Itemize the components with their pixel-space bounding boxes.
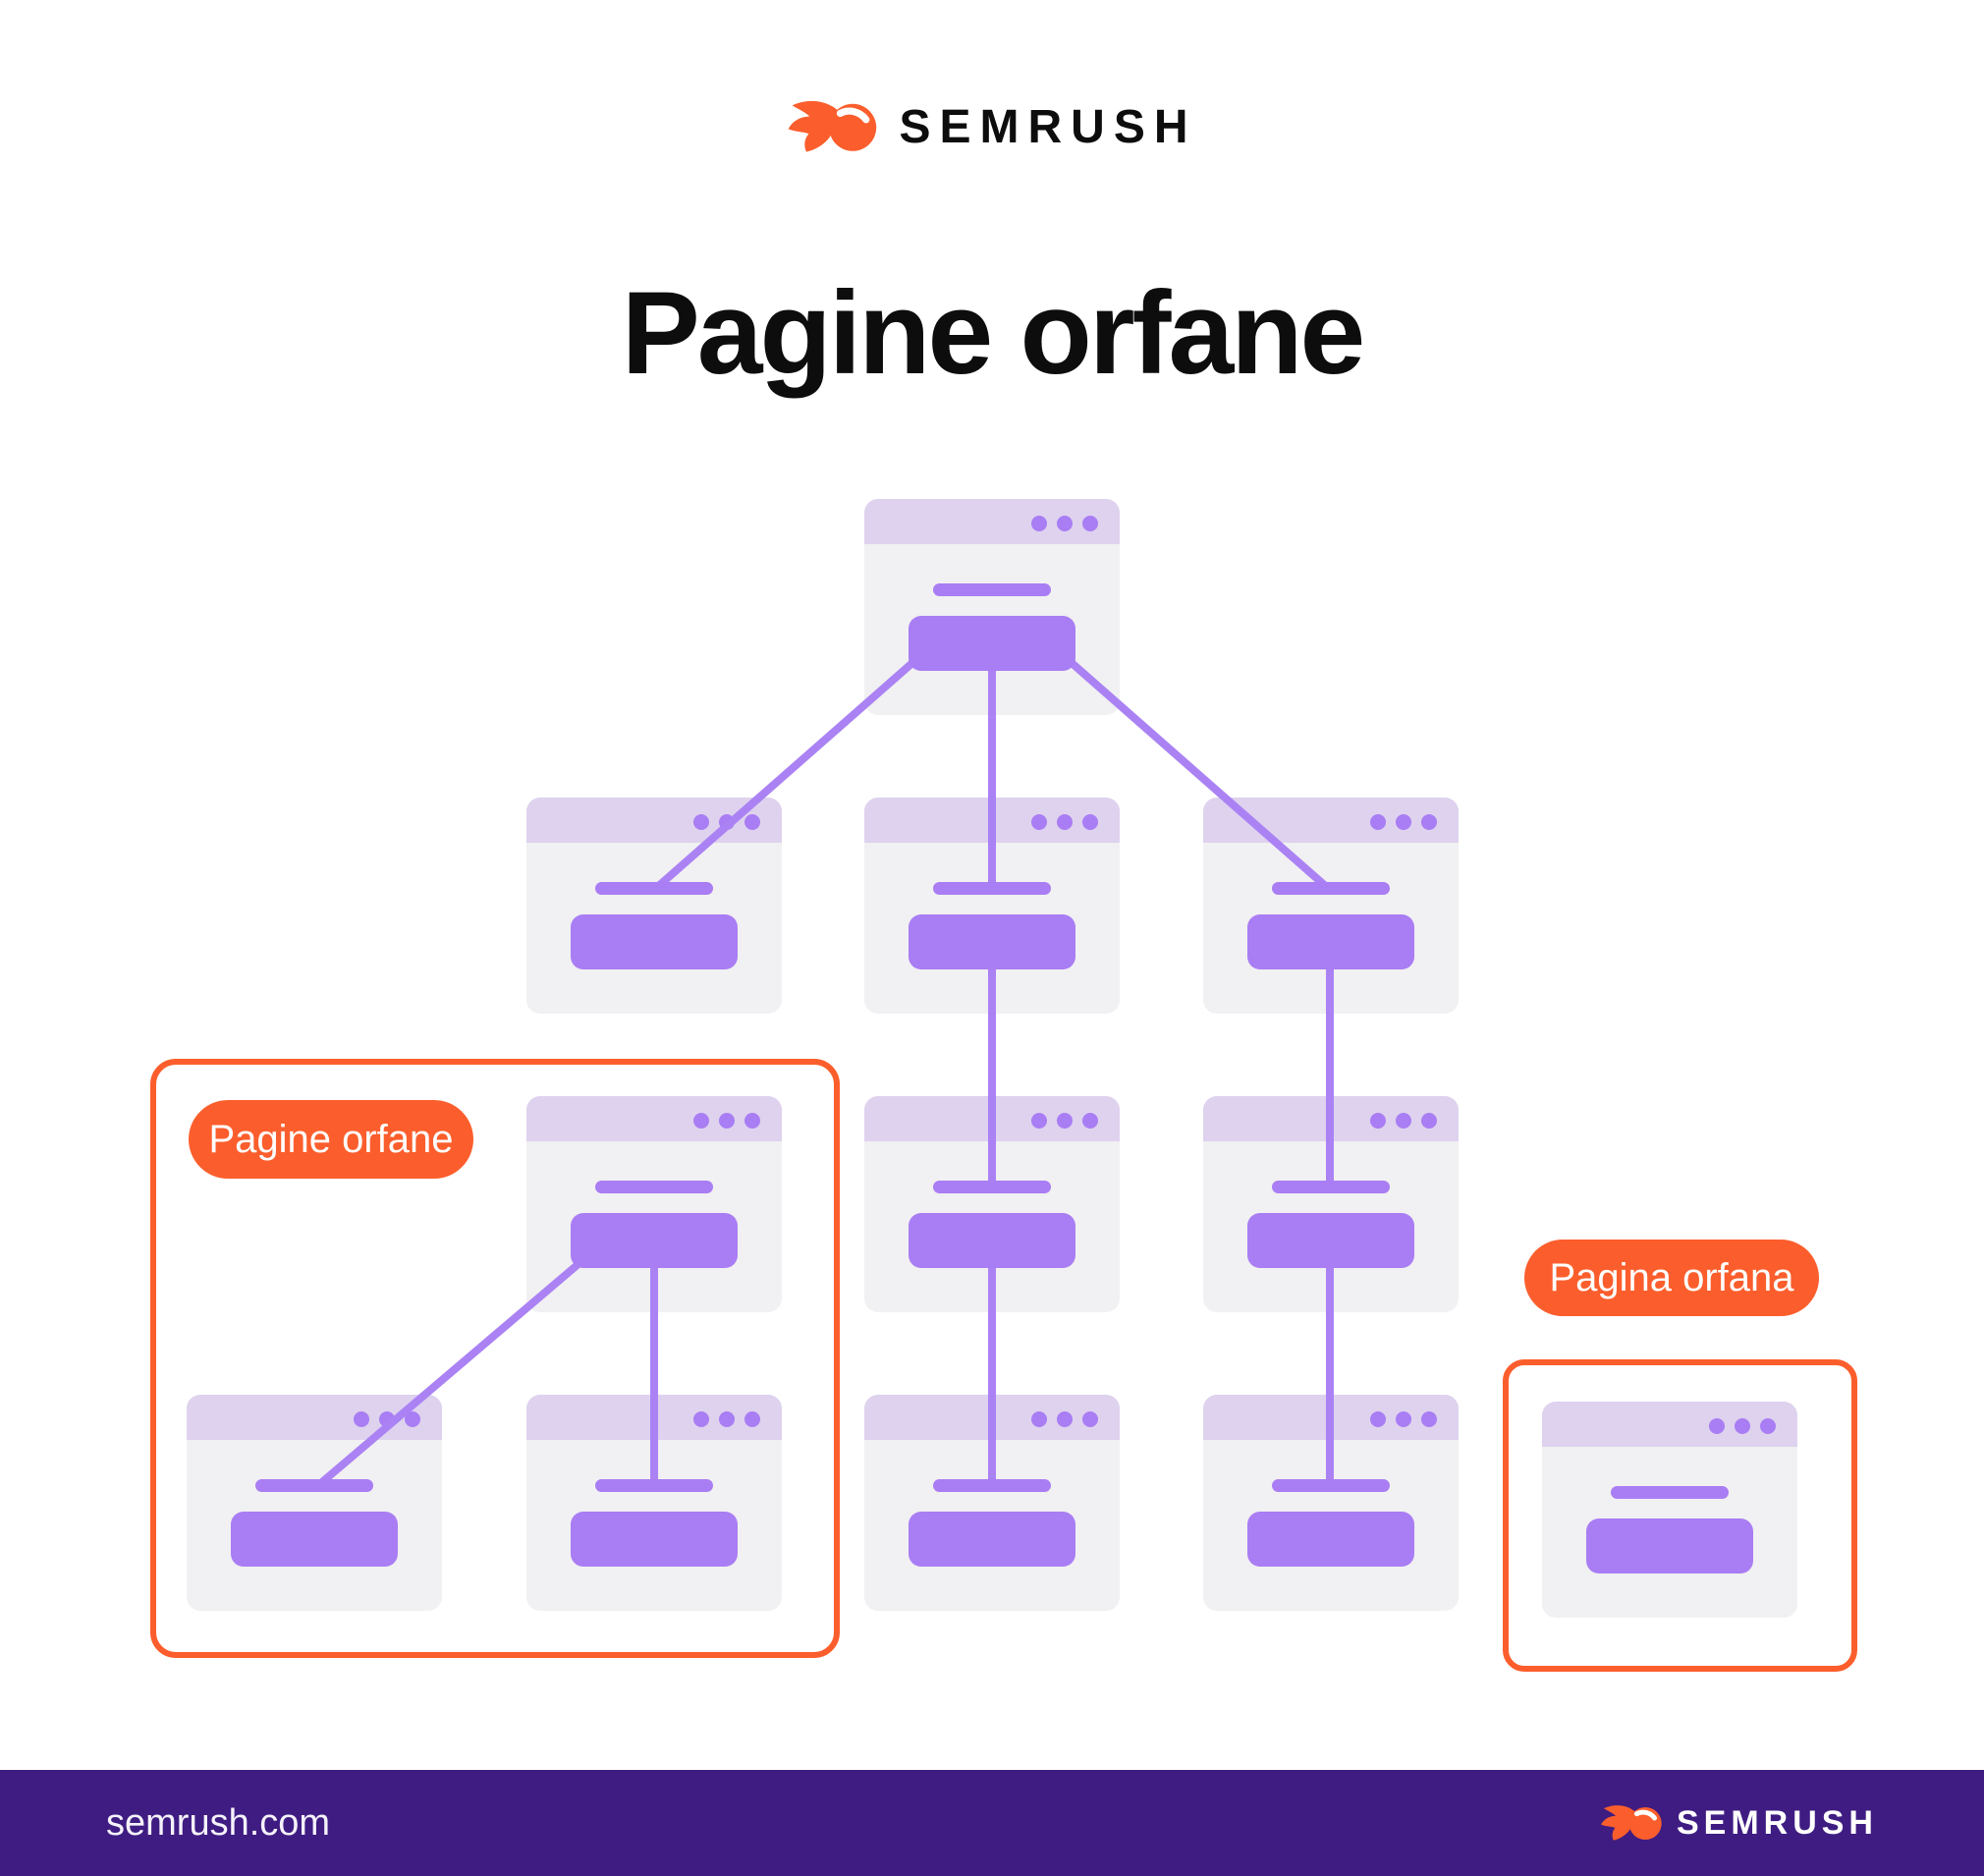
browser-card-level2-left: [526, 798, 782, 1014]
window-dot: [1057, 1411, 1073, 1427]
window-dot: [1735, 1418, 1750, 1434]
window-dot: [1396, 1113, 1411, 1129]
window-dot: [1396, 814, 1411, 830]
card-header: [864, 499, 1120, 544]
window-dot: [719, 1411, 735, 1427]
browser-card-level4-right: [1203, 1395, 1459, 1611]
card-header: [526, 798, 782, 843]
window-dot: [1082, 1411, 1098, 1427]
footer-site-text: semrush.com: [106, 1801, 331, 1844]
window-dot: [1057, 516, 1073, 531]
browser-card-level3-center: [864, 1096, 1120, 1312]
window-dot: [693, 1113, 709, 1129]
window-dot: [405, 1411, 420, 1427]
window-dot: [1370, 814, 1386, 830]
window-dot: [1031, 516, 1047, 531]
card-header: [526, 1096, 782, 1141]
browser-card-home: [864, 499, 1120, 715]
card-header: [1203, 1096, 1459, 1141]
window-dot: [693, 1411, 709, 1427]
window-dot: [1057, 814, 1073, 830]
window-dot: [379, 1411, 395, 1427]
page-title: Pagine orfane: [621, 267, 1366, 399]
window-dot: [1421, 1411, 1437, 1427]
window-dot: [1760, 1418, 1776, 1434]
browser-card-level2-right: [1203, 798, 1459, 1014]
footer-semrush-logo: SEMRUSH: [1600, 1803, 1878, 1843]
window-dot: [1396, 1411, 1411, 1427]
window-dot: [1082, 1113, 1098, 1129]
footer-bar: semrush.com SEMRUSH: [0, 1770, 1984, 1876]
card-header: [864, 798, 1120, 843]
browser-card-level3-right: [1203, 1096, 1459, 1312]
window-dot: [1031, 1113, 1047, 1129]
card-header: [1542, 1402, 1797, 1447]
window-dot: [1709, 1418, 1725, 1434]
window-dot: [1421, 814, 1437, 830]
window-dot: [1421, 1113, 1437, 1129]
window-dot: [354, 1411, 369, 1427]
window-dot: [744, 1411, 760, 1427]
browser-card-orphan-single: [1542, 1402, 1797, 1618]
footer-semrush-logo-text: SEMRUSH: [1676, 1803, 1878, 1842]
window-dot: [719, 1113, 735, 1129]
window-dot: [1370, 1411, 1386, 1427]
card-header: [1203, 798, 1459, 843]
semrush-flame-icon: [789, 100, 877, 152]
window-dot: [744, 814, 760, 830]
card-header: [864, 1395, 1120, 1440]
window-dot: [1031, 1411, 1047, 1427]
card-header: [187, 1395, 442, 1440]
browser-card-orphan-cluster-child-left: [187, 1395, 442, 1611]
window-dot: [1082, 814, 1098, 830]
browser-card-orphan-cluster-parent: [526, 1096, 782, 1312]
semrush-logo: SEMRUSH: [0, 98, 1984, 155]
card-header: [1203, 1395, 1459, 1440]
window-dot: [1057, 1113, 1073, 1129]
browser-card-orphan-cluster-child-right: [526, 1395, 782, 1611]
browser-card-level2-center: [864, 798, 1120, 1014]
footer-semrush-flame-icon: [1601, 1805, 1662, 1841]
window-dot: [1031, 814, 1047, 830]
card-header: [526, 1395, 782, 1440]
window-dot: [1082, 516, 1098, 531]
window-dot: [744, 1113, 760, 1129]
window-dot: [1370, 1113, 1386, 1129]
browser-card-level4-center: [864, 1395, 1120, 1611]
semrush-logo-text: SEMRUSH: [899, 100, 1197, 153]
window-dot: [719, 814, 735, 830]
window-dot: [693, 814, 709, 830]
card-header: [864, 1096, 1120, 1141]
